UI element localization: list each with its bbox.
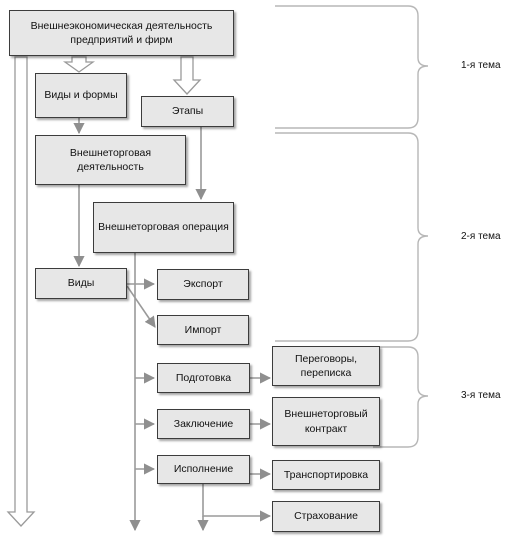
export-box: Экспорт [157, 269, 249, 300]
connector-execution-insurance [202, 484, 272, 522]
contract-box: Внешнеторговый контракт [272, 397, 380, 446]
theme3-label: 3-я тема [461, 390, 501, 401]
transport-box: Транспортировка [272, 460, 380, 490]
theme1-label: 1-я тема [461, 60, 501, 71]
export-label: Экспорт [183, 278, 223, 291]
contract-label: Внешнеторговый контракт [284, 408, 368, 435]
conclusion-label: Заключение [173, 417, 234, 430]
stages-box: Этапы [141, 96, 234, 127]
execution-label: Исполнение [173, 463, 234, 476]
main-activity-label: Внешнеэкономическая деятельность предпри… [30, 19, 213, 46]
connector-kinds-import [126, 285, 156, 328]
hollow-arrow-to-stages [172, 56, 202, 95]
negotiations-box: Переговоры, переписка [272, 346, 380, 386]
preparation-box: Подготовка [157, 363, 250, 393]
conclusion-box: Заключение [157, 409, 250, 439]
theme1-brace [275, 5, 429, 129]
execution-box: Исполнение [157, 455, 250, 484]
foreign-trade-activity-label: Внешнеторговая деятельность [69, 146, 152, 173]
kinds-forms-box: Виды и формы [35, 73, 127, 118]
import-box: Импорт [157, 315, 249, 345]
theme2-brace [275, 132, 429, 342]
theme2-label: 2-я тема [461, 231, 501, 242]
insurance-box: Страхование [272, 501, 380, 532]
preparation-label: Подготовка [175, 371, 232, 384]
stages-label: Этапы [171, 105, 204, 118]
transport-label: Транспортировка [283, 468, 369, 481]
foreign-trade-activity-box: Внешнеторговая деятельность [35, 135, 186, 185]
left-hollow-arrow [6, 56, 36, 527]
kinds-label: Виды [67, 277, 95, 290]
negotiations-label: Переговоры, переписка [294, 352, 358, 379]
hollow-arrow-to-kinds-forms [62, 56, 96, 73]
foreign-trade-operation-label: Внешнеторговая операция [98, 221, 229, 234]
kinds-box: Виды [35, 268, 127, 299]
main-activity-box: Внешнеэкономическая деятельность предпри… [9, 10, 234, 56]
import-label: Импорт [184, 323, 222, 336]
theme3-brace [373, 346, 429, 448]
insurance-label: Страхование [294, 510, 358, 523]
foreign-trade-operation-box: Внешнеторговая операция [93, 202, 234, 253]
kinds-forms-label: Виды и формы [44, 89, 118, 102]
